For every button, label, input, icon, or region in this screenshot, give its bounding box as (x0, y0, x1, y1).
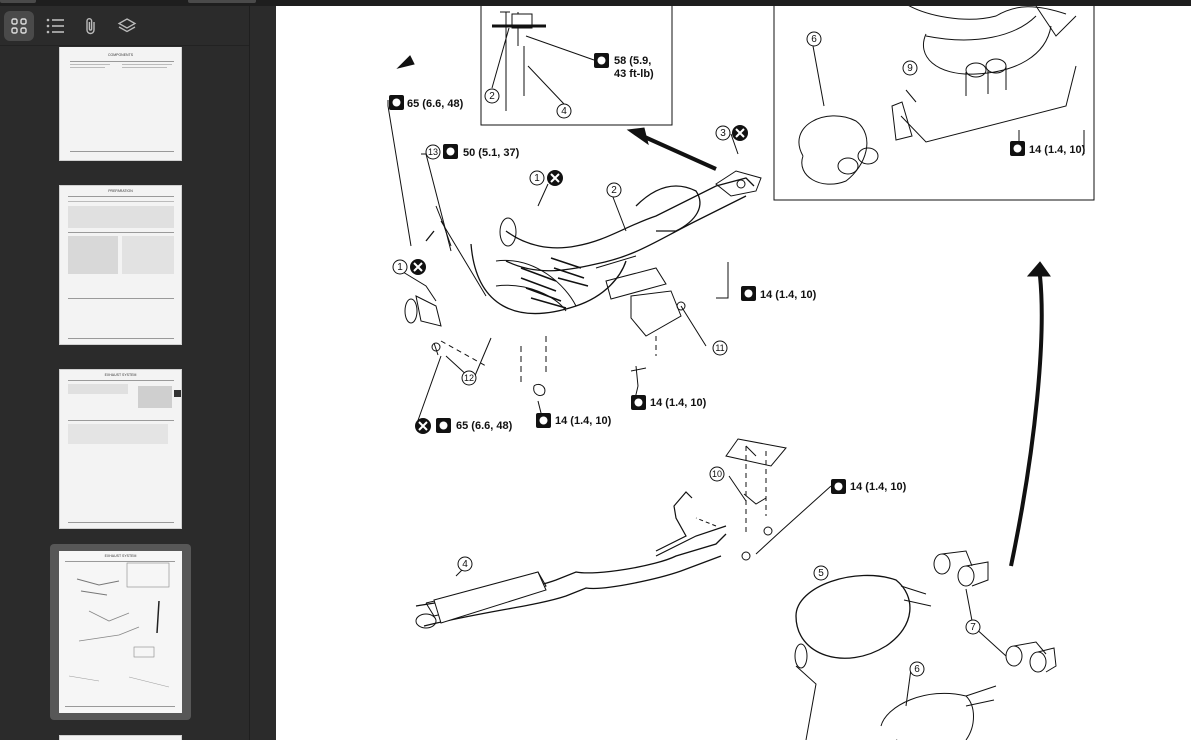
torque-label: 14 (1.4, 10) (1029, 144, 1086, 156)
callout-2: 2 (611, 185, 617, 196)
window-top-strip (0, 0, 1191, 6)
sidebar-toolbar (0, 6, 249, 46)
torque-label: 65 (6.6, 48) (456, 420, 513, 432)
page-thumbnail[interactable]: PREPARATION (59, 185, 182, 345)
do-not-reuse-icons (410, 125, 748, 434)
callout-12: 12 (464, 373, 474, 383)
exhaust-system-diagram: 2 4 3 6 9 13 1 2 1 11 12 10 4 5 7 6 (387, 6, 1095, 740)
torque-label: 58 (5.9, (614, 55, 651, 67)
callout-1: 1 (534, 173, 540, 184)
callout-3: 3 (720, 128, 726, 139)
layers-view-button[interactable] (112, 11, 142, 41)
sidebar-splitter[interactable] (249, 6, 276, 740)
thumbnail-title: EXHAUST SYSTEM (104, 554, 137, 558)
thumbnail-title: EXHAUST SYSTEM (104, 373, 137, 377)
torque-label: 65 (6.6, 48) (407, 98, 464, 110)
torque-label: 14 (1.4, 10) (555, 415, 612, 427)
layers-icon (117, 18, 137, 33)
callout-2: 2 (489, 91, 495, 102)
callout-6: 6 (914, 664, 920, 675)
thumbnail-title: PREPARATION (108, 189, 133, 193)
inset-box-right (773, 6, 1095, 201)
thumbnail-diagram (68, 562, 170, 688)
callout-7: 7 (970, 622, 976, 633)
callout-1: 1 (397, 262, 403, 273)
callout-5: 5 (818, 568, 824, 579)
callout-markers: 2 4 3 6 9 13 1 2 1 11 12 10 4 5 7 6 (392, 31, 981, 677)
document-page: 2 4 3 6 9 13 1 2 1 11 12 10 4 5 7 6 (276, 6, 1191, 740)
inset-box-top (480, 6, 673, 126)
torque-label: 14 (1.4, 10) (850, 481, 907, 493)
callout-10: 10 (712, 469, 722, 479)
tab-segment[interactable] (0, 0, 36, 3)
callout-11: 11 (715, 343, 724, 353)
thumbnail-list: COMPONENTS PREPARATION EXHAUST SYSTEM (0, 47, 249, 740)
page-thumbnail-selected[interactable]: EXHAUST SYSTEM (50, 544, 191, 720)
callout-13: 13 (428, 147, 438, 157)
torque-label: 43 ft-lb) (614, 68, 654, 80)
page-thumbnail[interactable]: COMPONENTS (59, 47, 182, 161)
callout-4: 4 (561, 106, 567, 117)
callout-4: 4 (462, 559, 468, 570)
paperclip-icon (86, 18, 95, 35)
sidebar: COMPONENTS PREPARATION EXHAUST SYSTEM (0, 6, 249, 740)
thumbnails-view-button[interactable] (4, 11, 34, 41)
grid-icon (11, 18, 27, 34)
outline-view-button[interactable] (40, 11, 70, 41)
torque-label: 50 (5.1, 37) (463, 147, 520, 159)
thumbnail-page: EXHAUST SYSTEM (59, 551, 182, 713)
callout-6: 6 (811, 34, 817, 45)
torque-label: 14 (1.4, 10) (760, 289, 817, 301)
page-thumbnail[interactable] (59, 735, 182, 740)
thumbnail-title: COMPONENTS (107, 53, 134, 57)
attachments-view-button[interactable] (76, 11, 106, 41)
tab-segment[interactable] (188, 0, 256, 3)
list-icon (46, 18, 64, 34)
callout-9: 9 (907, 63, 913, 74)
page-thumbnail[interactable]: EXHAUST SYSTEM (59, 369, 182, 529)
torque-wrench-icons (389, 53, 1025, 494)
torque-label: 14 (1.4, 10) (650, 397, 707, 409)
